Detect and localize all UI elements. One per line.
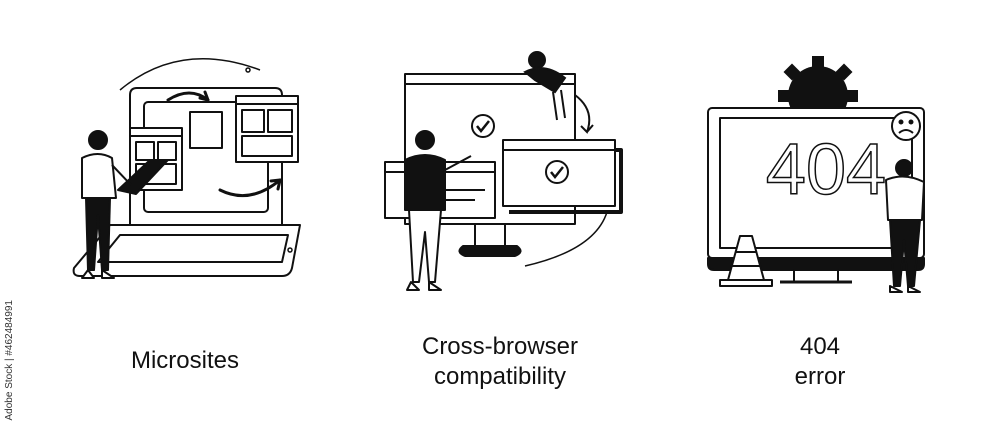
microsites-illustration — [72, 58, 301, 279]
rotate-arrows-icon — [166, 90, 282, 198]
person-sitting — [523, 51, 567, 121]
cross-browser-illustration — [384, 51, 623, 291]
checkmark-icon — [545, 160, 569, 184]
stock-id-text: Adobe Stock | #462484991 — [4, 300, 15, 421]
error-404-panel: 404 404 error — [690, 0, 950, 429]
caption-error: error — [794, 363, 846, 390]
caption-microsites: Microsites — [130, 347, 239, 374]
sad-face-icon — [891, 111, 921, 141]
traffic-cone-icon — [719, 235, 773, 287]
person-standing — [404, 130, 472, 291]
checkmark-icon — [471, 114, 495, 138]
error-code-on-screen: 404 — [765, 129, 887, 211]
microsites-panel: Microsites — [60, 0, 310, 429]
confused-person — [885, 159, 925, 293]
caption-cross-browser-line1: Cross-browser — [421, 333, 579, 360]
person-with-laptop — [81, 130, 169, 279]
cross-browser-panel: Cross-browser compatibility — [375, 0, 625, 429]
caption-404: 404 — [799, 333, 841, 360]
error-404-illustration — [707, 56, 925, 293]
caption-cross-browser-line2: compatibility — [433, 363, 567, 390]
